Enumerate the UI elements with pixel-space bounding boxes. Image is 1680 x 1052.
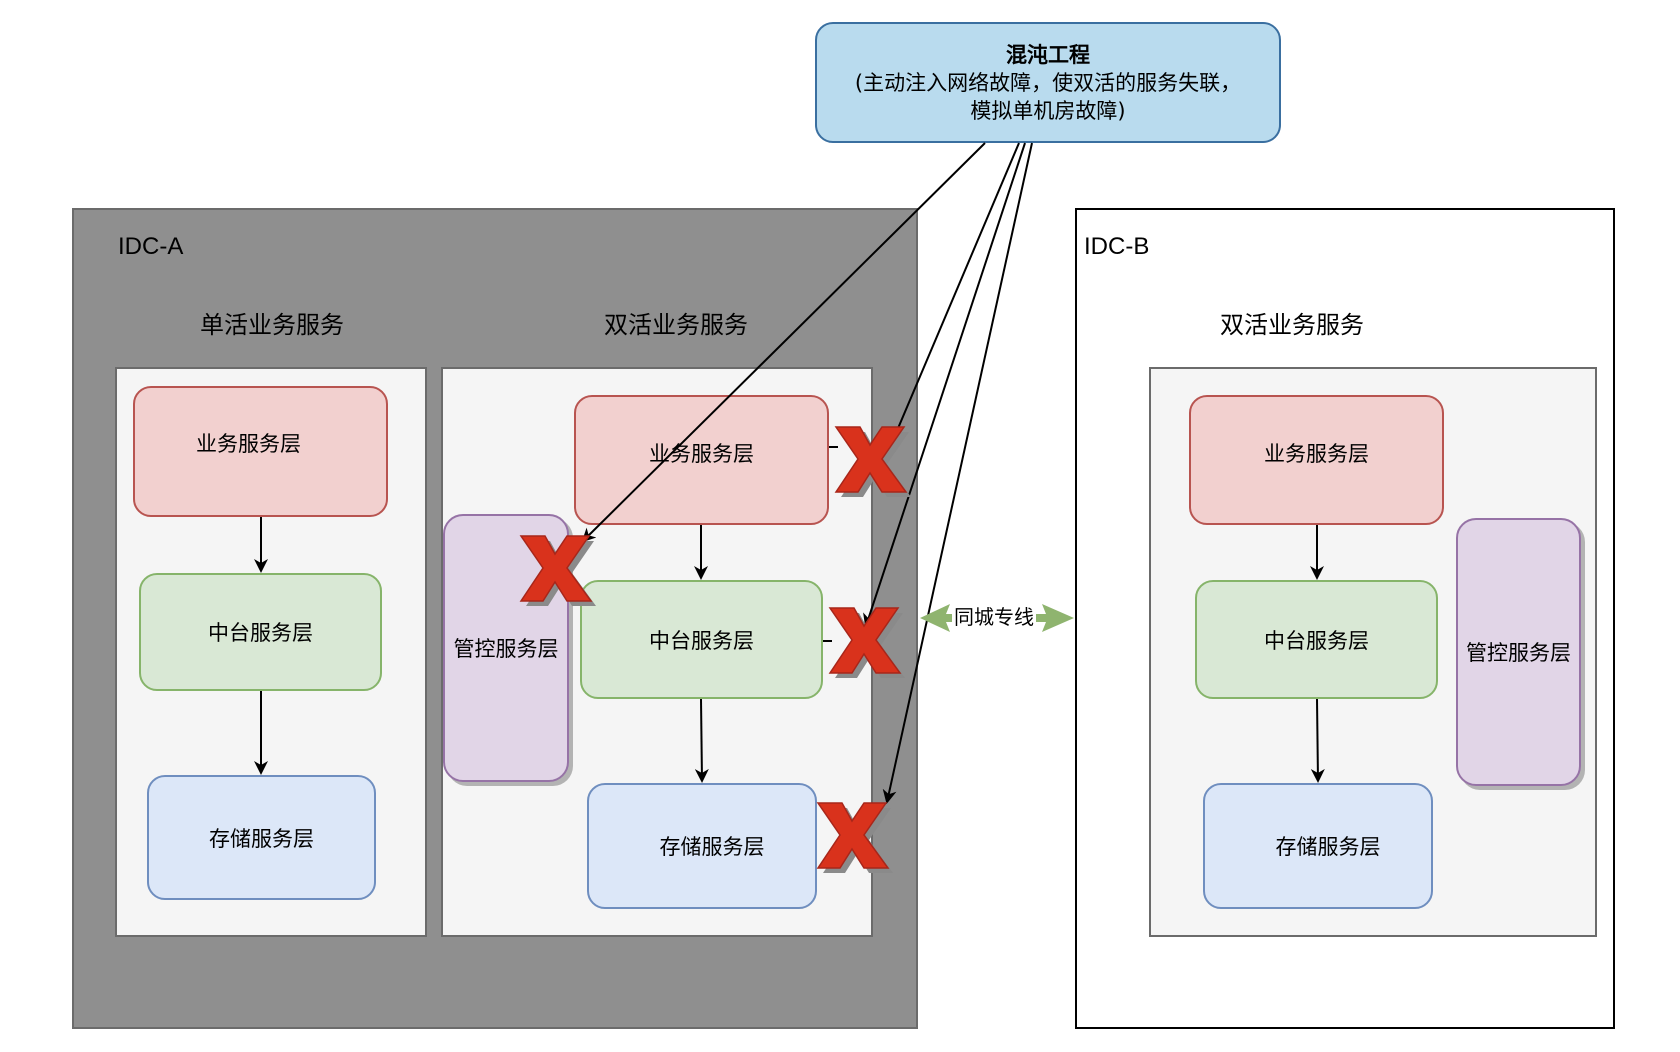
dual-control-label-a: 管控服务层 <box>453 637 559 661</box>
dual-storage-label-b: 存储服务层 <box>1275 835 1381 859</box>
single-middle-label: 中台服务层 <box>208 621 313 645</box>
dual-storage-label-a: 存储服务层 <box>659 835 765 859</box>
single-storage-layer[interactable]: 存储服务层 <box>147 775 376 900</box>
intercity-link-label: 同城专线 <box>952 604 1036 630</box>
dual-middle-label-a: 中台服务层 <box>649 628 754 653</box>
chaos-title: 混沌工程 <box>1006 42 1090 67</box>
dual-business-layer-b[interactable]: 业务服务层 <box>1189 395 1444 525</box>
chaos-line-to-control <box>581 142 986 543</box>
fault-x-icon-control <box>520 535 596 606</box>
dual-middle-label-b: 中台服务层 <box>1264 628 1369 653</box>
dual-storage-layer-b[interactable]: 存储服务层 <box>1203 783 1433 909</box>
dual-middle-layer-b[interactable]: 中台服务层 <box>1195 580 1438 699</box>
dual-storage-layer-a[interactable]: 存储服务层 <box>587 783 817 909</box>
single-storage-label: 存储服务层 <box>209 826 314 851</box>
dual-middle-layer-a[interactable]: 中台服务层 <box>580 580 823 699</box>
dual-business-label-b: 业务服务层 <box>1264 442 1369 466</box>
single-business-label: 业务服务层 <box>196 431 301 456</box>
fault-x-icon-storage <box>817 802 893 873</box>
dual-control-layer-b[interactable]: 管控服务层 <box>1456 518 1581 786</box>
chaos-desc-line2: 模拟单机房故障) <box>970 98 1126 123</box>
chaos-desc-line1: (主动注入网络故障，使双活的服务失联， <box>854 70 1242 95</box>
dual-active-title-b: 双活业务服务 <box>1220 311 1364 339</box>
single-business-layer[interactable]: 业务服务层 <box>133 386 388 517</box>
arrow-dual-a-middle-to-storage <box>694 698 709 783</box>
chaos-line-to-business <box>883 142 1020 461</box>
idc-a-label: IDC-A <box>118 233 184 260</box>
fault-x-icon-business <box>835 426 911 497</box>
single-middle-layer[interactable]: 中台服务层 <box>139 573 382 691</box>
idc-b-label: IDC-B <box>1084 233 1150 260</box>
dual-business-layer-a[interactable]: 业务服务层 <box>574 395 829 525</box>
chaos-line-to-storage <box>882 142 1033 804</box>
chaos-engineering-box[interactable]: 混沌工程 (主动注入网络故障，使双活的服务失联， 模拟单机房故障) <box>815 22 1281 143</box>
arrow-dual-b-middle-to-storage <box>1310 698 1325 783</box>
chaos-line-to-middle <box>863 142 1026 628</box>
dual-control-label-b: 管控服务层 <box>1466 641 1571 665</box>
dual-active-title-a: 双活业务服务 <box>604 311 748 339</box>
single-active-title: 单活业务服务 <box>200 311 344 339</box>
dual-business-label-a: 业务服务层 <box>649 442 754 466</box>
